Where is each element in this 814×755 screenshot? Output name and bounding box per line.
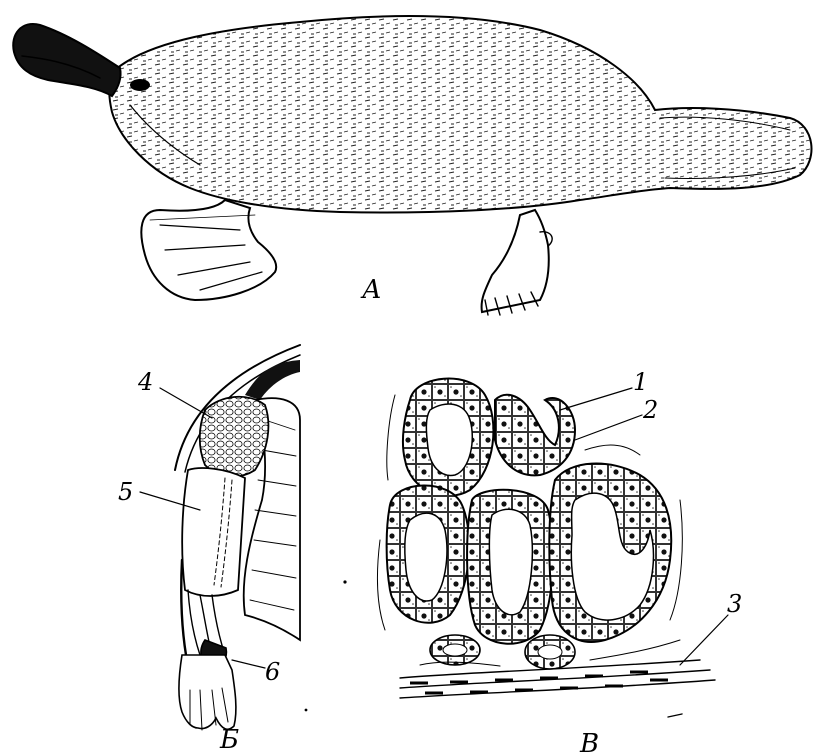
panel-label-v: В [579, 729, 599, 755]
callout-6: 6 [265, 658, 280, 686]
platypus-hind-foot [482, 210, 549, 312]
panel-label-a: А [360, 275, 382, 305]
platypus-body [109, 16, 811, 212]
platypus-eye [130, 79, 150, 91]
callout-2: 2 [642, 396, 658, 424]
duct-region [182, 468, 245, 596]
callout-4: 4 [137, 368, 153, 396]
callout-5: 5 [118, 478, 133, 506]
callout-3: 3 [727, 590, 742, 618]
panel-label-b: Б [219, 725, 239, 755]
platypus-front-foot [141, 200, 276, 300]
acinus-2 [495, 395, 575, 476]
platypus-drawing [13, 16, 811, 315]
venom-gland [200, 397, 269, 477]
gland-histology-drawing [378, 379, 728, 698]
platypus-bill [13, 24, 120, 96]
callout-1: 1 [633, 368, 648, 396]
